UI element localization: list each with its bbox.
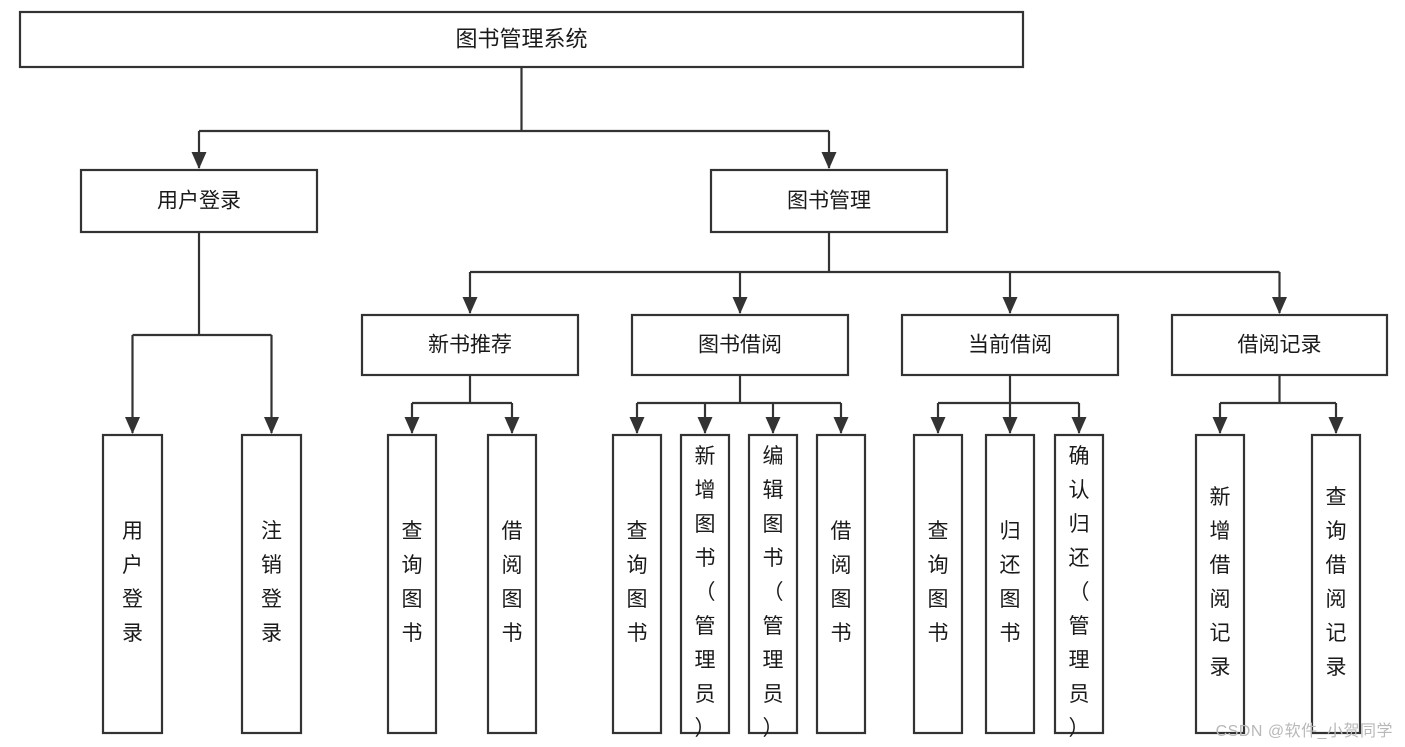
node-query-book-3[interactable]: 查询图书 (912, 433, 964, 735)
node-label: 查询图书 (627, 520, 648, 645)
arrow-head-icon (504, 417, 520, 434)
node-box[interactable] (630, 313, 850, 377)
arrow-head-icon (1328, 417, 1344, 434)
node-box[interactable] (79, 168, 319, 234)
arrow-head-icon (125, 417, 140, 434)
arrow-head-icon (264, 417, 279, 434)
node-edit-book-admin[interactable]: 编辑图书（管理员） (747, 433, 799, 740)
node-current-borrow[interactable]: 当前借阅 (900, 313, 1120, 377)
node-label: 借阅图书 (831, 520, 852, 645)
node-box[interactable] (912, 433, 964, 735)
arrow-head-icon (1212, 417, 1228, 434)
node-label: 新书推荐 (428, 334, 512, 357)
arrow-head-icon (191, 152, 207, 169)
node-root[interactable]: 图书管理系统 (18, 10, 1025, 69)
node-box[interactable] (679, 433, 731, 735)
node-label: 图书借阅 (698, 334, 782, 357)
node-label: 用户登录 (157, 190, 241, 213)
node-box[interactable] (18, 10, 1025, 69)
arrow-head-icon (930, 417, 946, 434)
node-box[interactable] (101, 433, 164, 735)
node-box[interactable] (1194, 433, 1246, 735)
node-label: 查询图书 (928, 520, 949, 645)
node-label: 图书管理系统 (455, 26, 587, 51)
node-add-book-admin[interactable]: 新增图书（管理员） (679, 433, 731, 740)
node-box[interactable] (1310, 433, 1362, 735)
arrow-head-icon (821, 152, 837, 169)
node-box[interactable] (611, 433, 663, 735)
node-return-book[interactable]: 归还图书 (984, 433, 1036, 735)
node-label: 借阅图书 (502, 520, 523, 645)
node-borrow-book-1[interactable]: 借阅图书 (486, 433, 538, 735)
node-box[interactable] (386, 433, 438, 735)
node-box[interactable] (984, 433, 1036, 735)
node-label: 编辑图书（管理员） (763, 445, 784, 740)
node-user-login-leaf[interactable]: 用户登录 (101, 433, 164, 735)
node-label: 查询借阅记录 (1326, 486, 1347, 679)
arrow-head-icon (697, 417, 713, 434)
node-label: 图书管理 (787, 190, 871, 213)
node-borrow-book-2[interactable]: 借阅图书 (815, 433, 867, 735)
node-new-book-recommend[interactable]: 新书推荐 (360, 313, 580, 377)
node-add-borrow-record[interactable]: 新增借阅记录 (1194, 433, 1246, 735)
node-label: 新增图书（管理员） (695, 445, 716, 740)
arrow-head-icon (1002, 417, 1018, 434)
node-label: 注销登录 (261, 520, 282, 645)
node-label: 当前借阅 (968, 334, 1052, 357)
node-user-login[interactable]: 用户登录 (79, 168, 319, 234)
arrow-head-icon (462, 297, 478, 314)
arrow-head-icon (1272, 297, 1287, 314)
node-book-management[interactable]: 图书管理 (709, 168, 949, 234)
arrow-head-icon (629, 417, 645, 434)
node-user-logout-leaf[interactable]: 注销登录 (240, 433, 303, 735)
arrow-head-icon (1002, 297, 1018, 314)
node-query-borrow-record[interactable]: 查询借阅记录 (1310, 433, 1362, 735)
node-box[interactable] (360, 313, 580, 377)
node-box[interactable] (240, 433, 303, 735)
node-borrow-record[interactable]: 借阅记录 (1170, 313, 1389, 377)
node-query-book-2[interactable]: 查询图书 (611, 433, 663, 735)
arrow-head-icon (833, 417, 849, 434)
arrow-head-icon (732, 297, 748, 314)
node-label: 确认归还（管理员） (1069, 445, 1090, 740)
node-label: 用户登录 (122, 520, 143, 645)
node-box[interactable] (900, 313, 1120, 377)
node-box[interactable] (486, 433, 538, 735)
node-confirm-return-admin[interactable]: 确认归还（管理员） (1053, 433, 1105, 740)
arrow-head-icon (404, 417, 420, 434)
arrow-head-icon (1071, 417, 1087, 434)
node-box[interactable] (1170, 313, 1389, 377)
node-box[interactable] (709, 168, 949, 234)
node-box[interactable] (815, 433, 867, 735)
watermark-text: CSDN @软件_小贺同学 (1215, 723, 1393, 740)
node-label: 新增借阅记录 (1210, 486, 1231, 679)
node-box[interactable] (747, 433, 799, 735)
node-box[interactable] (1053, 433, 1105, 735)
node-label: 归还图书 (1000, 520, 1021, 645)
node-query-book-1[interactable]: 查询图书 (386, 433, 438, 735)
node-label: 查询图书 (402, 520, 423, 645)
arrow-head-icon (765, 417, 781, 434)
node-label: 借阅记录 (1238, 334, 1322, 357)
node-book-borrow[interactable]: 图书借阅 (630, 313, 850, 377)
